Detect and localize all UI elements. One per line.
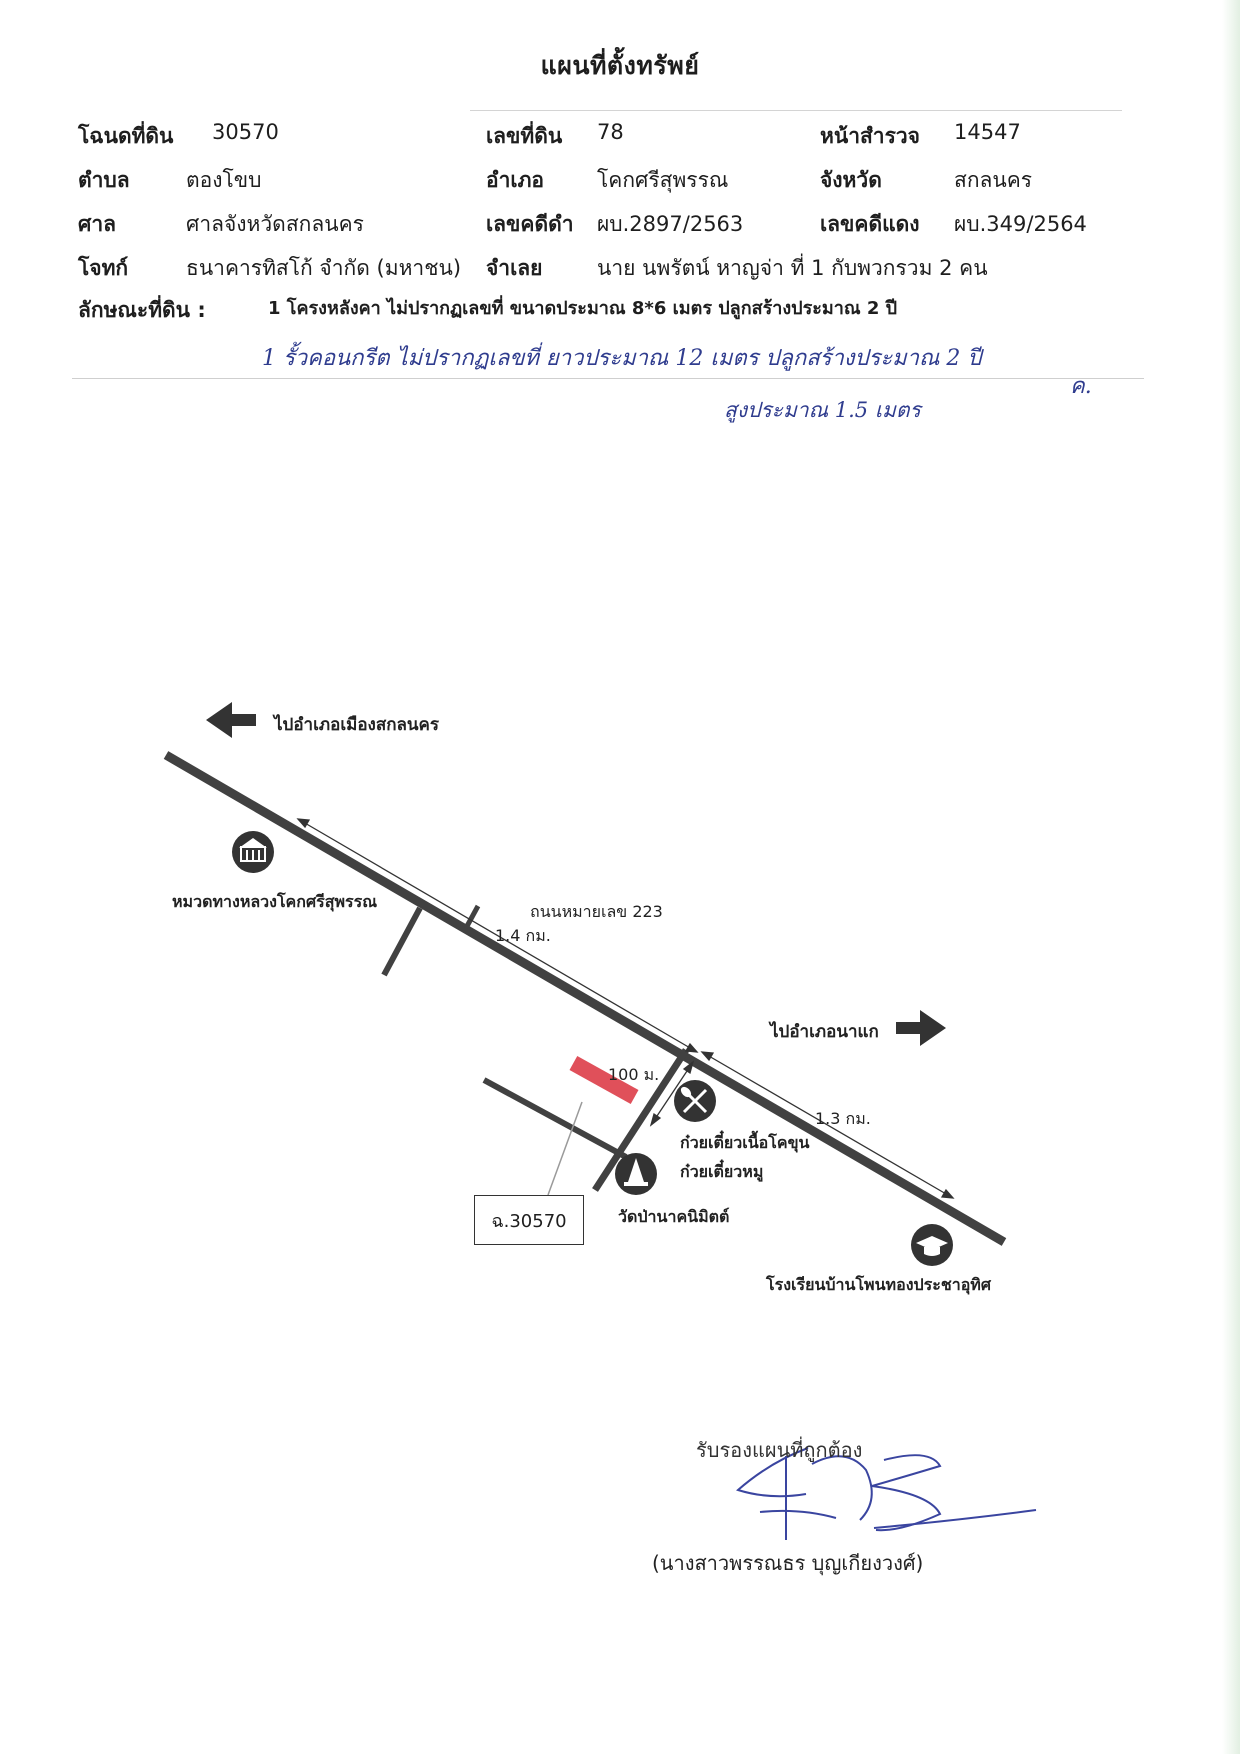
land-no-label: เลขที่ดิน [486, 124, 563, 148]
main-road [163, 751, 1007, 1246]
signature [735, 1447, 1037, 1540]
deed-value: 30570 [212, 120, 279, 144]
arrow-left-icon [206, 702, 256, 738]
handwriting-rule [72, 378, 1144, 379]
court-value: ศาลจังหวัดสกลนคร [186, 212, 364, 236]
red-case-label: เลขคดีแดง [820, 212, 920, 236]
land-description: 1 โครงหลังคา ไม่ปรากฏเลขที่ ขนาดประมาณ 8… [268, 298, 898, 319]
distance-arrow-2 [700, 1051, 955, 1199]
restaurant-icon [674, 1080, 716, 1122]
signer-name: (นางสาวพรรณธร บุญเกียงวงศ์) [652, 1551, 924, 1575]
distance-1-label: 1.4 กม. [495, 926, 551, 945]
school-icon [911, 1224, 953, 1266]
district-label: อำเภอ [486, 168, 545, 192]
distance-arrow-3 [649, 1060, 695, 1127]
distance-2-label: 1.3 กม. [815, 1109, 871, 1128]
black-case-value: ผบ.2897/2563 [597, 212, 744, 236]
subdistrict-label: ตำบล [78, 168, 130, 192]
parcel-leader-line [547, 1101, 583, 1196]
title-rule [470, 110, 1122, 111]
defendant-label: จำเลย [486, 256, 543, 280]
highway-office-label: หมวดทางหลวงโคกศรีสุพรรณ [172, 892, 378, 911]
province-label: จังหวัด [820, 168, 882, 192]
restaurant-2-label: ก๋วยเตี๋ยวหมู [680, 1162, 764, 1181]
to-nakae-label: ไปอำเภอนาแก [770, 1022, 879, 1042]
plaintiff-value: ธนาคารทิสโก้ จำกัด (มหาชน) [186, 256, 462, 280]
survey-label: หน้าสำรวจ [820, 124, 920, 148]
parcel-marker [569, 1056, 639, 1104]
handwritten-note-line2: สูงประมาณ 1.5 เมตร [724, 398, 921, 422]
survey-value: 14547 [954, 120, 1021, 144]
parcel-label-box: ฉ.30570 [474, 1195, 584, 1245]
plaintiff-label: โจทก์ [78, 256, 129, 280]
road-tick [463, 904, 481, 930]
page-title: แผนที่ตั้งทรัพย์ [540, 51, 700, 80]
handwritten-initial: ค. [1070, 374, 1092, 399]
district-value: โคกศรีสุพรรณ [597, 168, 729, 192]
red-case-value: ผบ.349/2564 [954, 212, 1087, 236]
certification-text: รับรองแผนที่ถูกต้อง [696, 1438, 863, 1462]
side-road-highway [381, 906, 423, 977]
temple-icon [615, 1153, 657, 1195]
black-case-label: เลขคดีดำ [486, 212, 574, 236]
land-no-value: 78 [597, 120, 624, 144]
side-road-temple [592, 1048, 689, 1192]
defendant-value: นาย นพรัตน์ หาญจ่า ที่ 1 กับพวกรวม 2 คน [597, 256, 988, 280]
road-label: ถนนหมายเลข 223 [530, 902, 663, 921]
restaurant-1-label: ก๋วยเตี๋ยวเนื้อโคขุน [680, 1133, 810, 1152]
side-road-parcel [482, 1077, 628, 1160]
province-value: สกลนคร [954, 168, 1033, 192]
arrow-right-icon [896, 1010, 946, 1046]
to-city-label: ไปอำเภอเมืองสกลนคร [274, 715, 440, 735]
school-label: โรงเรียนบ้านโพนทองประชาอุทิศ [766, 1275, 991, 1294]
page-edge [1222, 0, 1240, 1754]
handwritten-note-line1: 1 รั้วคอนกรีต ไม่ปรากฏเลขที่ ยาวประมาณ 1… [262, 346, 982, 371]
temple-label: วัดป่านาคนิมิตต์ [618, 1207, 730, 1226]
deed-label: โฉนดที่ดิน [78, 124, 174, 148]
government-building-icon [232, 831, 274, 873]
land-description-label: ลักษณะที่ดิน : [78, 298, 206, 322]
distance-arrow-1 [296, 818, 699, 1053]
parcel-label: ฉ.30570 [491, 1210, 567, 1232]
subdistrict-value: ตองโขบ [186, 168, 262, 192]
court-label: ศาล [78, 212, 116, 236]
distance-3-label: 100 ม. [608, 1065, 660, 1084]
